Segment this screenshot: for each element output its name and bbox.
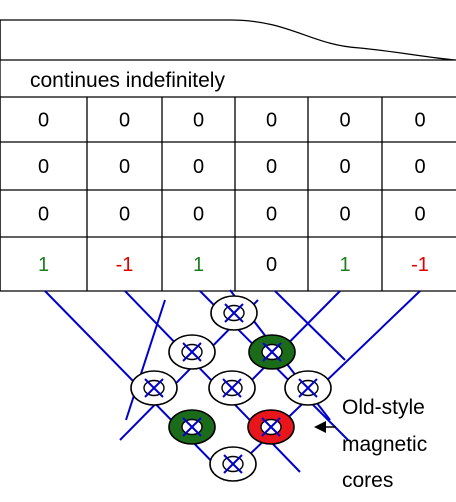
grid-cell-value: 0 [266, 110, 277, 132]
grid-cell-value: 0 [38, 156, 49, 178]
value-grid: 0 0 0 0 0 0 0 0 0 0 0 0 0 0 0 0 0 0 1 -1 1 0 1 -1 [0, 96, 456, 292]
grid-cell-value: 0 [38, 204, 49, 226]
header-band-outline [0, 19, 456, 61]
annotation-line-1: Old-style [342, 396, 425, 419]
grid-cell-value: 0 [266, 254, 277, 276]
core-array [130, 295, 332, 482]
magnetic-core-off [209, 446, 257, 482]
magnetic-core-green [168, 409, 216, 445]
magnetic-core-red [247, 409, 295, 445]
grid-cell-value: 0 [119, 204, 130, 226]
grid-cell-value: 1 [38, 254, 49, 276]
wire-line [125, 299, 166, 421]
grid-cell-value: 0 [193, 204, 204, 226]
grid-cell-value: 0 [339, 204, 350, 226]
grid-cell-value: 0 [119, 110, 130, 132]
grid-cell-value: -1 [411, 254, 429, 276]
annotation-arrow-head [314, 421, 326, 433]
annotation-line-2: magnetic [342, 433, 427, 456]
grid-cell-value: -1 [116, 254, 134, 276]
grid-cell-value: 0 [414, 156, 425, 178]
grid-cell-value: 0 [38, 110, 49, 132]
grid-cell-value: 0 [266, 156, 277, 178]
grid-cell-value: 0 [119, 156, 130, 178]
grid-cell-value: 0 [266, 204, 277, 226]
grid-cell-value: 0 [339, 156, 350, 178]
grid-cell-value: 0 [193, 156, 204, 178]
magnetic-core-off [284, 370, 332, 406]
header-text: continues indefinitely [30, 69, 225, 92]
grid-cell-value: 1 [339, 254, 350, 276]
annotation-line-3: cores [342, 469, 393, 492]
grid-cell-value: 0 [339, 110, 350, 132]
grid-cell-value: 0 [193, 110, 204, 132]
grid-cell-value: 0 [414, 110, 425, 132]
magnetic-core-off [208, 370, 256, 406]
magnetic-core-off [130, 370, 178, 406]
grid-cell-value: 1 [193, 254, 204, 276]
magnetic-core-off [210, 295, 258, 331]
wire-line [274, 290, 346, 361]
magnetic-core-green [248, 334, 296, 370]
magnetic-core-off [168, 334, 216, 370]
grid-cell-value: 0 [414, 204, 425, 226]
